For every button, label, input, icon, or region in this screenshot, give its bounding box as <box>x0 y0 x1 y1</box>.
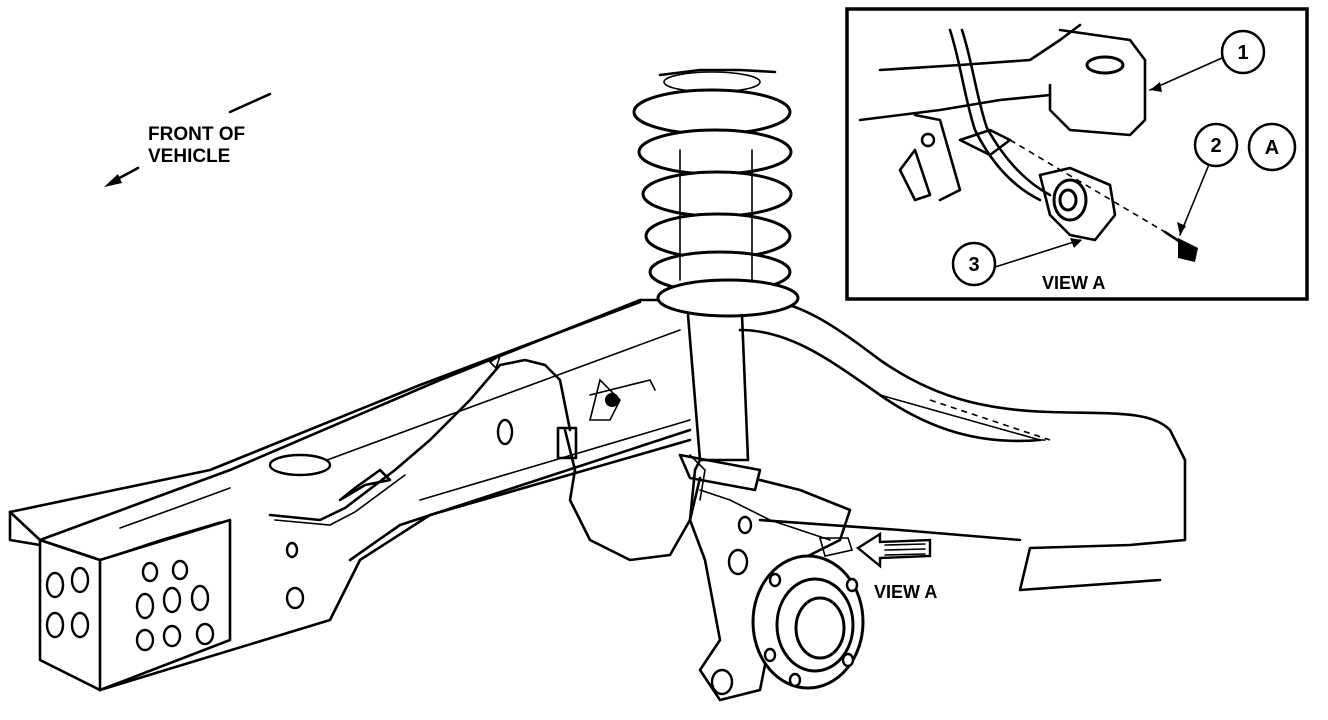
callout-3-label: 3 <box>968 254 979 276</box>
view-marker-a: A <box>1247 122 1297 172</box>
callout-2: 2 <box>1193 122 1239 168</box>
view-marker-a-label: A <box>1265 137 1279 159</box>
knuckle <box>688 476 852 702</box>
view-a-arrow-label: VIEW A <box>874 582 937 602</box>
strut <box>678 313 762 492</box>
coil-spring <box>632 68 800 318</box>
callout-1-label: 1 <box>1237 42 1248 64</box>
front-label-line1: FRONT OF <box>148 124 245 145</box>
lower-control-arm <box>738 298 1187 592</box>
callout-3: 3 <box>951 241 997 287</box>
callout-2-label: 2 <box>1210 135 1221 157</box>
wheel-hub <box>751 554 865 690</box>
view-a-pointer: VIEW A <box>855 531 937 602</box>
callout-1: 1 <box>1220 29 1266 75</box>
frame-end-holes <box>45 418 514 652</box>
inset-title: VIEW A <box>1042 273 1105 293</box>
front-label-line2: VEHICLE <box>148 146 230 167</box>
view-a-inset: 1 2 A 3 VIEW A <box>845 7 1309 301</box>
front-of-vehicle-annotation: FRONT OF VEHICLE <box>104 92 272 187</box>
abs-sensor-harness <box>268 354 854 562</box>
frame-rail <box>8 294 742 692</box>
